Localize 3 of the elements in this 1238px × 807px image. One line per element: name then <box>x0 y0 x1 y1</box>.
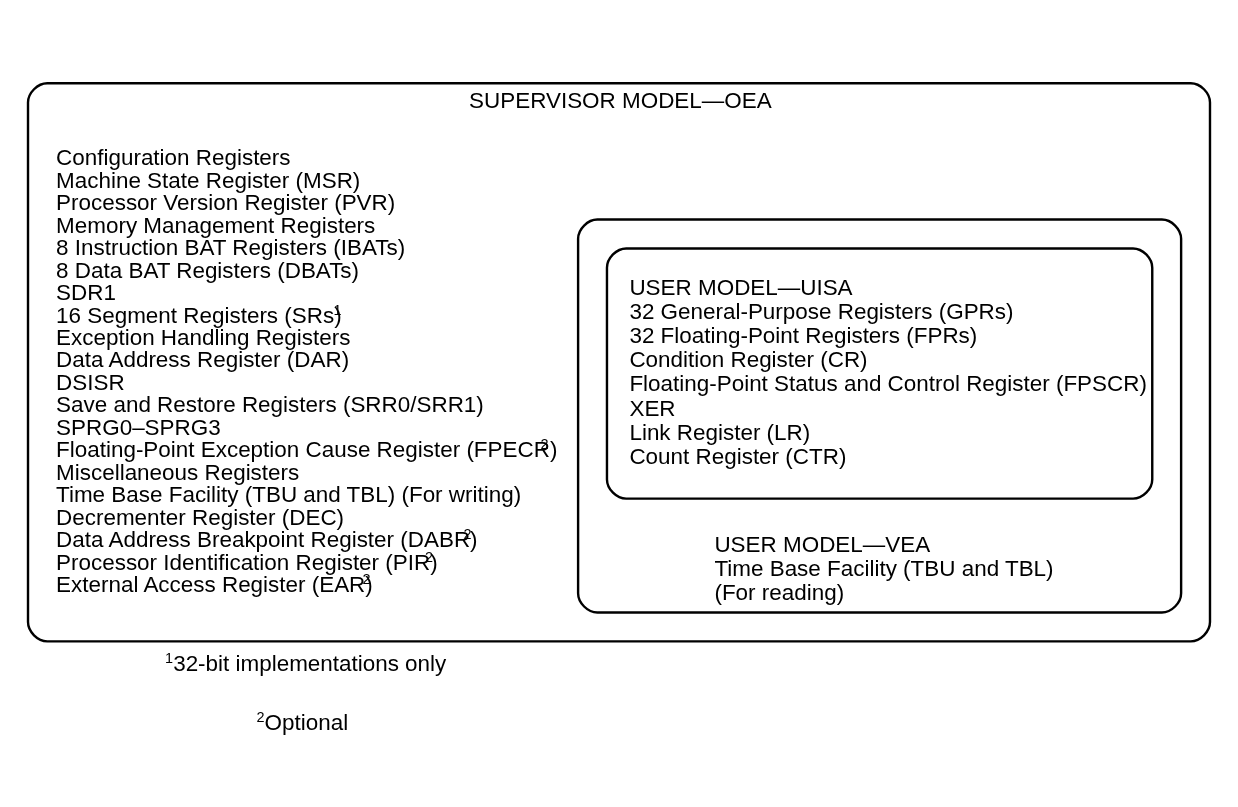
node-box: USER MODEL—UISA 32 General-Purpose Registers (GPRs) 32 Floating-Point Registers (FPRs) Condition Register (CR) Floating-Point Status and Control Register (FPSCR) XER Link Register (LR) Count Register (CTR) <box>605 246 1154 500</box>
label: $^{2}$Optional <box>256 708 349 735</box>
label: $^{1}$32-bit implementations only <box>165 649 447 676</box>
